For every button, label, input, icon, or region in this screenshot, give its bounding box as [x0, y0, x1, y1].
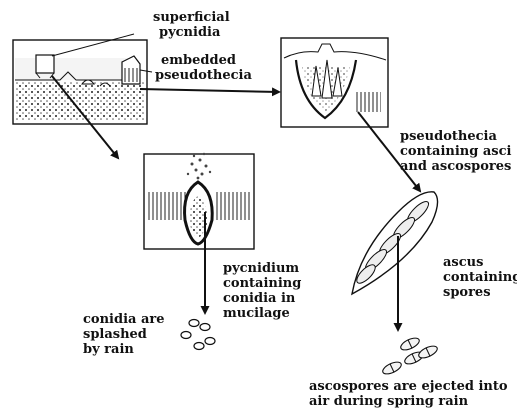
label-line: ascus	[443, 255, 517, 270]
label-ascus: ascus containing spores	[443, 255, 517, 300]
label-line: pseudothecia	[155, 68, 252, 83]
ascus-sac	[352, 192, 438, 294]
label-line: pseudothecia	[400, 129, 511, 144]
label-line: splashed	[83, 327, 165, 342]
label-line: mucilage	[223, 306, 301, 321]
label-superficial-pycnidia: superficial pycnidia	[153, 10, 230, 40]
label-line: conidia in	[223, 291, 301, 306]
label-line: and ascospores	[400, 159, 511, 174]
released-conidia	[181, 320, 215, 350]
label-line: containing asci	[400, 144, 511, 159]
arrow-to-pseudothecium	[140, 89, 279, 92]
label-line: conidia are	[83, 312, 165, 327]
embedded-pseudothecium	[122, 56, 140, 84]
pycnidium-panel	[144, 153, 254, 249]
label-line: by rain	[83, 342, 165, 357]
label-pseudothecia-asci: pseudothecia containing asci and ascospo…	[400, 129, 511, 174]
ejected-ascospores	[381, 336, 439, 377]
label-line: pycnidium	[223, 261, 301, 276]
label-pycnidium: pycnidium containing conidia in mucilage	[223, 261, 301, 321]
label-conidia-splashed: conidia are splashed by rain	[83, 312, 165, 357]
label-line: containing	[443, 270, 517, 285]
pseudothecium-panel	[281, 38, 388, 127]
label-ascospores-ejected: ascospores are ejected into air during s…	[309, 379, 508, 409]
label-line: superficial	[153, 10, 230, 25]
label-embedded-pseudothecia: embedded pseudothecia	[155, 53, 252, 83]
label-line: containing	[223, 276, 301, 291]
label-line: ascospores are ejected into	[309, 379, 508, 394]
label-line: pycnidia	[153, 25, 230, 40]
label-line: embedded	[155, 53, 252, 68]
label-line: spores	[443, 285, 517, 300]
label-line: air during spring rain	[309, 394, 508, 409]
